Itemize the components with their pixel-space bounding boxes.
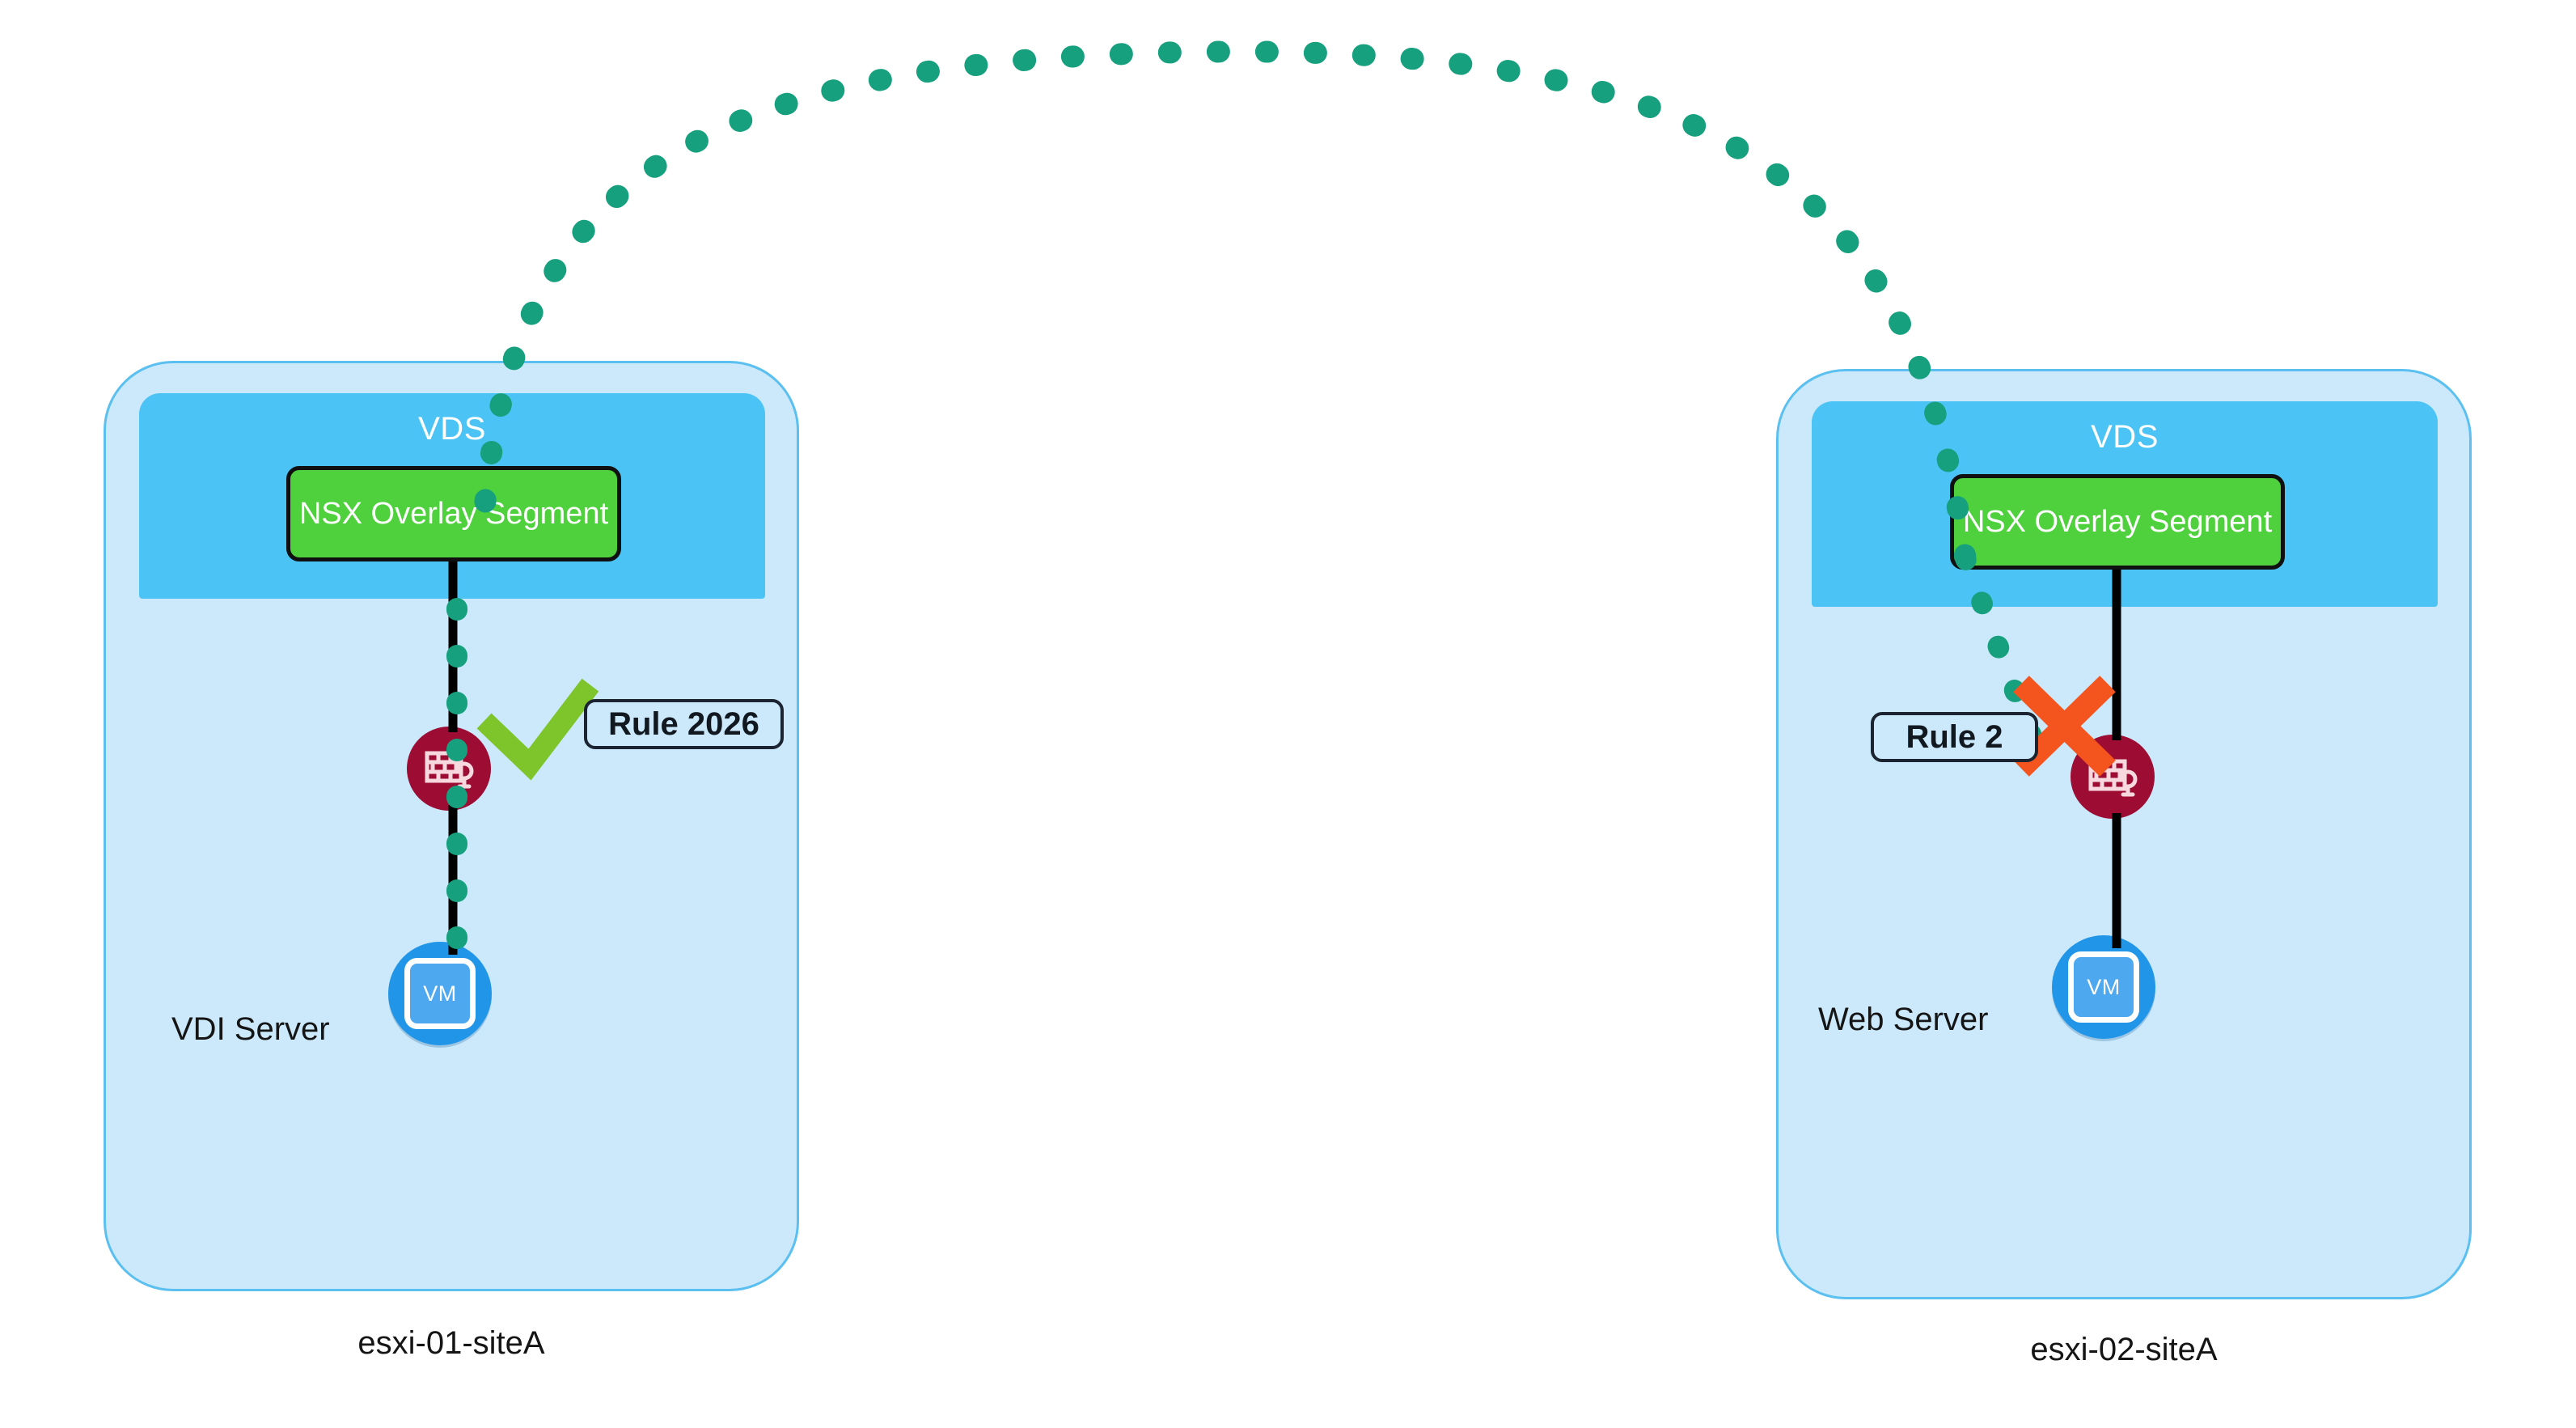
vm-inner-frame: VM	[2068, 951, 2139, 1023]
vm-label-vdi-server: VM	[423, 981, 457, 1006]
vds-label-esxi-01: VDS	[418, 411, 486, 447]
host-caption-esxi-01: esxi-01-siteA	[357, 1325, 545, 1361]
vds-label-esxi-02: VDS	[2091, 419, 2159, 455]
rule-pill-label-esxi-02: Rule 2	[1906, 718, 2003, 755]
firewall-brick-wall-icon	[2087, 754, 2138, 799]
server-label-vdi-server: VDI Server	[171, 1011, 330, 1047]
nsx-overlay-segment-esxi-02[interactable]: NSX Overlay Segment	[1950, 474, 2285, 570]
rule-pill-esxi-01[interactable]: Rule 2026	[584, 699, 784, 749]
vm-label-web-server: VM	[2087, 974, 2121, 999]
distributed-firewall-node-esxi-02[interactable]	[2071, 735, 2155, 819]
distributed-firewall-node-esxi-01[interactable]	[407, 727, 491, 811]
nsx-overlay-segment-esxi-01[interactable]: NSX Overlay Segment	[286, 466, 621, 561]
nsx-overlay-segment-label-esxi-01: NSX Overlay Segment	[298, 496, 609, 531]
vm-inner-frame: VM	[404, 958, 476, 1029]
host-caption-esxi-02: esxi-02-siteA	[2030, 1332, 2218, 1367]
vm-node-web-server[interactable]: VM	[2052, 935, 2155, 1039]
nsx-overlay-segment-label-esxi-02: NSX Overlay Segment	[1962, 504, 2273, 539]
vm-node-vdi-server[interactable]: VM	[388, 942, 492, 1045]
rule-pill-esxi-02[interactable]: Rule 2	[1871, 712, 2038, 762]
firewall-brick-wall-icon	[424, 746, 474, 791]
rule-pill-label-esxi-01: Rule 2026	[608, 706, 759, 742]
server-label-web-server: Web Server	[1818, 1002, 1989, 1037]
